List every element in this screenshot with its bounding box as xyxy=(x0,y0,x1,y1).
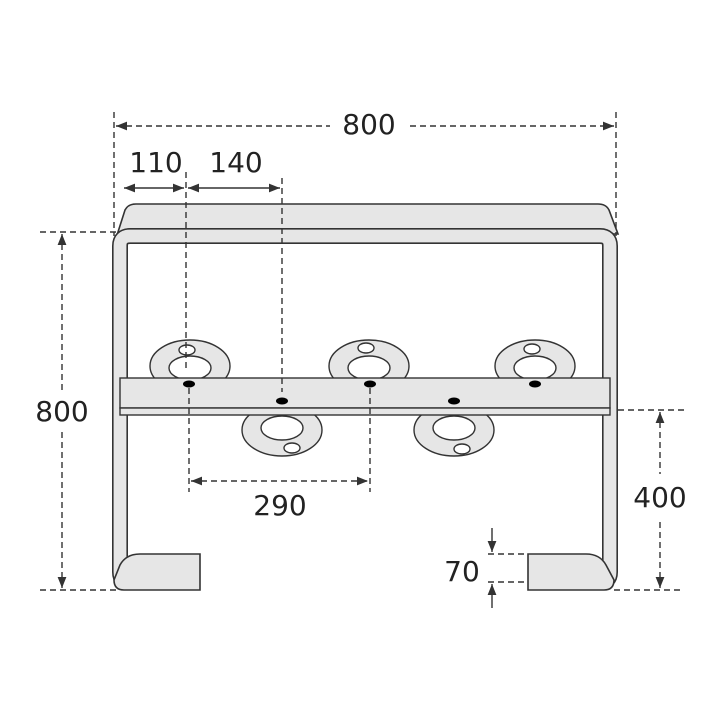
left-foot xyxy=(113,553,201,591)
ring-bottom-1 xyxy=(241,403,323,457)
bar-hole-1 xyxy=(183,380,195,388)
dim-spacing-holes: 290 xyxy=(253,489,306,522)
dim-total-width: 800 xyxy=(342,108,395,141)
dim-total-height: 800 xyxy=(35,395,88,428)
dim-shelf-height: 400 xyxy=(633,481,686,514)
dim-foot-height: 70 xyxy=(444,555,480,588)
hanger-bar-lower-edge xyxy=(119,407,611,416)
right-foot xyxy=(527,553,615,591)
dim-offset-first: 110 xyxy=(129,146,182,179)
ring-bottom-2 xyxy=(413,403,495,457)
bar-hole-3 xyxy=(364,380,376,388)
dimension-lines xyxy=(40,112,684,608)
rack-body xyxy=(112,203,620,591)
bar-hole-2 xyxy=(276,397,288,405)
top-surface xyxy=(116,203,620,235)
dim-offset-second: 140 xyxy=(209,146,262,179)
bar-hole-5 xyxy=(529,380,541,388)
bar-hole-4 xyxy=(448,397,460,405)
